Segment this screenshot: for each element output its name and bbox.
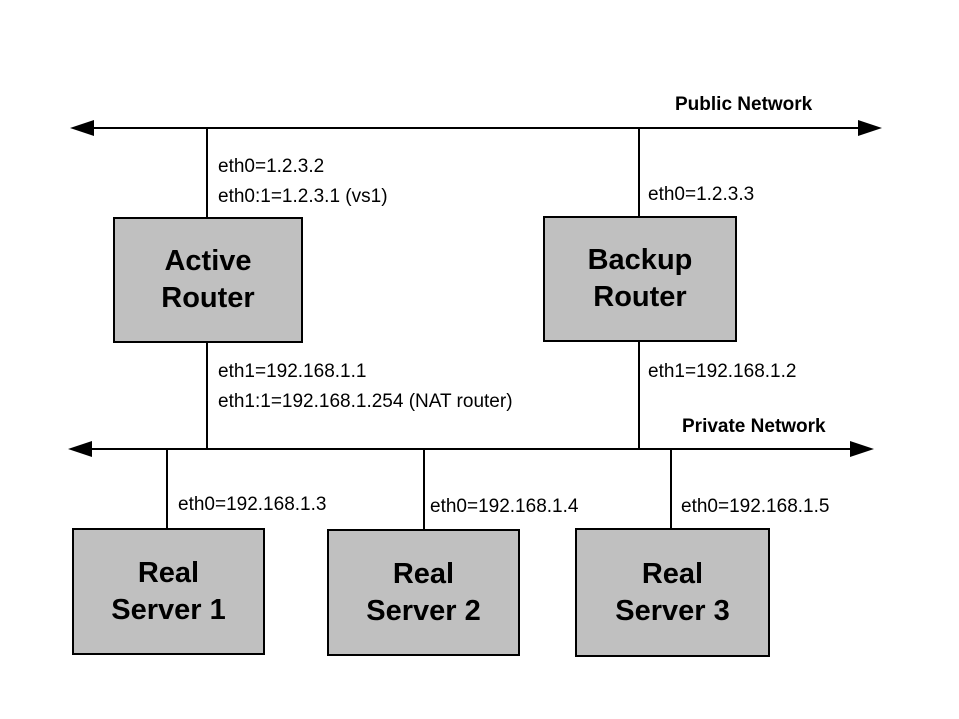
backup-router-name-line2: Router xyxy=(593,281,687,313)
private-network-bus xyxy=(86,448,852,450)
connector-active-router-to-private xyxy=(206,343,208,449)
label-backup-router-eth0: eth0=1.2.3.3 xyxy=(648,184,755,205)
public-bus-right-arrowhead-icon xyxy=(858,120,882,136)
public-bus-left-arrowhead-icon xyxy=(70,120,94,136)
node-real-server-2: Real Server 2 xyxy=(327,529,520,656)
real-server-1-name-line2: Server 1 xyxy=(111,593,226,626)
label-real-server-1-eth0: eth0=192.168.1.3 xyxy=(178,494,327,515)
active-router-name-line2: Router xyxy=(161,282,255,314)
connector-active-router-to-public xyxy=(206,128,208,217)
node-real-server-1: Real Server 1 xyxy=(72,528,265,655)
label-active-router-eth1-alias: eth1:1=192.168.1.254 (NAT router) xyxy=(218,391,513,412)
real-server-2-name-line2: Server 2 xyxy=(366,594,481,627)
node-backup-router: Backup Router xyxy=(543,216,737,342)
node-real-server-3: Real Server 3 xyxy=(575,528,770,657)
real-server-3-name-line1: Real xyxy=(641,557,704,590)
real-server-1-name-line1: Real xyxy=(137,556,200,589)
real-server-2-name-line1: Real xyxy=(392,557,455,590)
label-active-router-eth0: eth0=1.2.3.2 xyxy=(218,156,325,177)
active-router-name-line1: Active xyxy=(164,245,252,277)
label-active-router-eth0-alias: eth0:1=1.2.3.1 (vs1) xyxy=(218,186,388,207)
public-network-label: Public Network xyxy=(675,94,813,115)
connector-backup-router-to-public xyxy=(638,128,640,216)
private-bus-right-arrowhead-icon xyxy=(850,441,874,457)
label-active-router-eth1: eth1=192.168.1.1 xyxy=(218,361,367,382)
connector-private-to-real-server-3 xyxy=(670,449,672,528)
backup-router-name-line1: Backup xyxy=(587,244,693,276)
connector-private-to-real-server-2 xyxy=(423,449,425,529)
node-active-router: Active Router xyxy=(113,217,303,343)
private-bus-left-arrowhead-icon xyxy=(68,441,92,457)
label-real-server-2-eth0: eth0=192.168.1.4 xyxy=(430,496,579,517)
real-server-3-name-line2: Server 3 xyxy=(615,594,730,627)
private-network-label: Private Network xyxy=(682,416,826,437)
label-real-server-3-eth0: eth0=192.168.1.5 xyxy=(681,496,830,517)
label-backup-router-eth1: eth1=192.168.1.2 xyxy=(648,361,797,382)
connector-backup-router-to-private xyxy=(638,342,640,449)
public-network-bus xyxy=(88,127,860,129)
connector-private-to-real-server-1 xyxy=(166,449,168,528)
